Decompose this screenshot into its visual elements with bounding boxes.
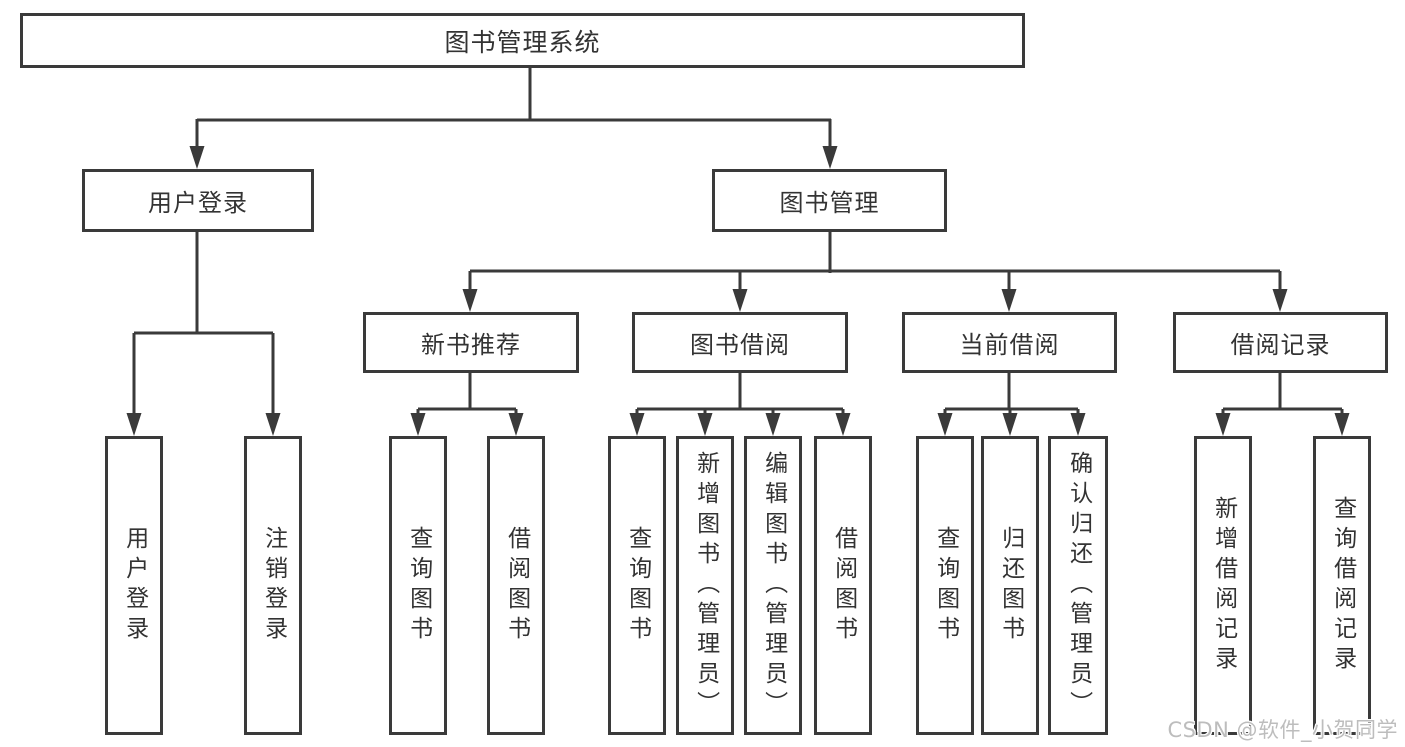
node-label: 查询图书	[624, 525, 651, 646]
leaf-query-book-1: 查询图书	[389, 436, 447, 735]
leaf-return-book: 归还图书	[981, 436, 1039, 735]
node-label: 借阅图书	[830, 525, 857, 646]
leaf-edit-book-admin: 编辑图书（管理员）	[744, 436, 802, 735]
node-label: 归还图书	[997, 525, 1024, 646]
node-new-book-recommend: 新书推荐	[363, 312, 579, 373]
node-label: 注销登录	[260, 525, 287, 646]
node-label: 新书推荐	[421, 331, 521, 359]
node-book-management: 图书管理	[712, 169, 947, 232]
node-label: 借阅图书	[503, 525, 530, 646]
leaf-confirm-return-admin: 确认归还（管理员）	[1048, 436, 1108, 735]
node-label: 用户登录	[148, 189, 248, 217]
node-label: 用户登录	[121, 525, 148, 646]
leaf-query-borrow-record: 查询借阅记录	[1313, 436, 1371, 735]
node-label: 借阅记录	[1230, 331, 1331, 359]
leaf-borrow-book-2: 借阅图书	[814, 436, 872, 735]
csdn-watermark: CSDN @软件_小贺同学	[1167, 718, 1398, 742]
node-label: 查询借阅记录	[1329, 495, 1356, 676]
leaf-query-book-3: 查询图书	[916, 436, 974, 735]
leaf-query-book-2: 查询图书	[608, 436, 666, 735]
leaf-add-borrow-record: 新增借阅记录	[1194, 436, 1252, 735]
leaf-borrow-book-1: 借阅图书	[487, 436, 545, 735]
node-current-borrow: 当前借阅	[902, 312, 1117, 373]
node-label: 新增借阅记录	[1210, 495, 1237, 676]
node-user-login: 用户登录	[82, 169, 314, 232]
leaf-user-login: 用户登录	[105, 436, 163, 735]
node-borrow-records: 借阅记录	[1173, 312, 1388, 373]
node-label: 查询图书	[932, 525, 959, 646]
node-label: 图书管理	[779, 189, 880, 217]
node-label: 查询图书	[405, 525, 432, 646]
node-label: 图书管理系统	[444, 27, 601, 57]
node-book-borrow: 图书借阅	[632, 312, 848, 373]
node-label: 编辑图书（管理员）	[760, 450, 787, 721]
leaf-logout: 注销登录	[244, 436, 302, 735]
node-label: 确认归还（管理员）	[1065, 450, 1092, 721]
node-library-management-system: 图书管理系统	[20, 13, 1025, 68]
node-label: 当前借阅	[959, 331, 1060, 359]
node-label: 图书借阅	[690, 331, 790, 359]
leaf-add-book-admin: 新增图书（管理员）	[676, 436, 734, 735]
node-label: 新增图书（管理员）	[692, 450, 719, 721]
